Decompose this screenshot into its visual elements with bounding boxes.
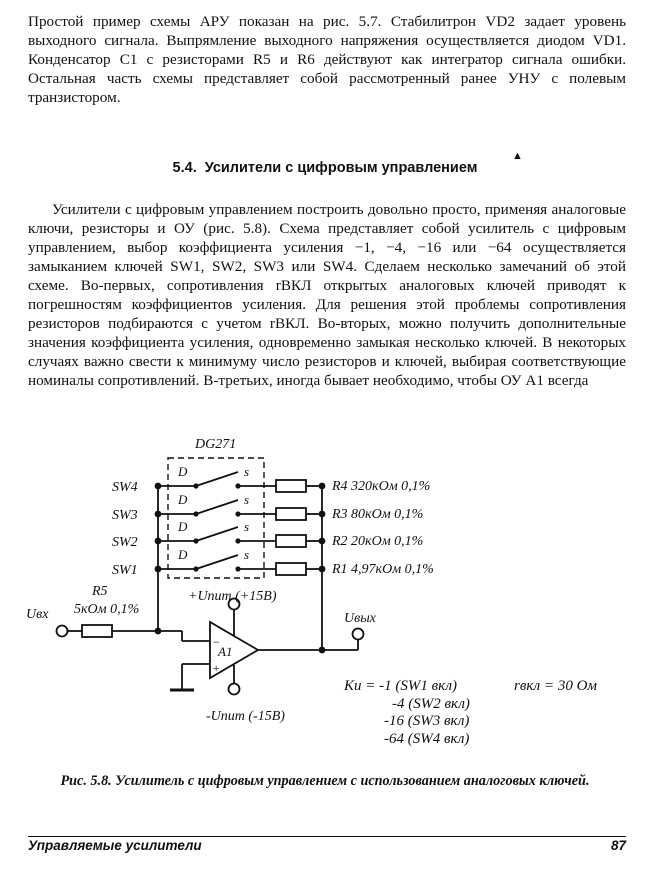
input-terminal [55,624,69,638]
resistor-label: R2 20кОм 0,1% [331,534,423,549]
pin-d-label: D [177,519,188,534]
pin-s-label: s [244,519,249,534]
intro-paragraph: Простой пример схемы АРУ показан на рис.… [28,13,626,106]
body-paragraph: Усилители с цифровым управлением построи… [28,201,626,389]
r5-name-label: R5 [91,584,108,599]
resistor-label: R3 80кОм 0,1% [331,507,423,522]
r5-value-label: 5кОм 0,1% [74,602,139,617]
running-title: Управляемые усилители [28,838,202,853]
pin-d-label: D [177,547,188,562]
positive-supply-label: +Uпит (+15В) [188,589,277,604]
section-title: Усилители с цифровым управлением [204,160,478,176]
resistor-label: R1 4,97кОм 0,1% [331,562,434,577]
r5-resistor [81,624,113,638]
chip-label: DG271 [194,437,236,452]
pin-d-label: D [177,492,188,507]
page-footer: Управляемые усилители 87 [28,838,626,853]
footer-rule [28,836,626,837]
page-number: 87 [610,838,626,853]
negative-supply-label: -Uпит (-15В) [206,709,285,724]
ron-label: rвкл = 30 Ом [514,678,597,694]
pin-s-label: s [244,547,249,562]
switch-label: SW1 [112,563,138,578]
gain-line: Ku = -1 (SW1 вкл) [343,678,457,694]
switch-label: SW3 [112,508,138,523]
gain-line: -16 (SW3 вкл) [384,713,469,729]
switch-row-sw4 [158,471,322,493]
inverting-input-sign: − [212,635,220,649]
figure-caption: Рис. 5.8. Усилитель с цифровым управлени… [60,773,590,789]
switch-label: SW4 [112,480,138,495]
input-label: Uвх [26,607,49,622]
opamp-label: A1 [217,644,232,659]
resistor-label: R4 320кОм 0,1% [331,479,430,494]
gain-line: -4 (SW2 вкл) [392,696,470,712]
circuit-diagram: DG271 SW4 SW3 SW2 SW1 D D D D s s s s R4… [26,437,597,747]
noninverting-input-sign: + [212,661,220,675]
output-terminal [351,627,365,641]
switch-label: SW2 [112,535,138,550]
margin-mark-icon: ▲ [512,150,523,162]
dg271-chip-outline [167,457,265,579]
pin-s-label: s [244,464,249,479]
positive-supply-terminal [227,597,241,611]
negative-supply-terminal [227,682,241,696]
switch-row-sw2 [158,526,322,548]
section-heading: 5.4. Усилители с цифровым управлением [0,160,650,176]
output-label: Uвых [344,611,377,626]
pin-d-label: D [177,464,188,479]
gain-line: -64 (SW4 вкл) [384,731,469,747]
section-number: 5.4. [172,160,197,176]
pin-s-label: s [244,492,249,507]
